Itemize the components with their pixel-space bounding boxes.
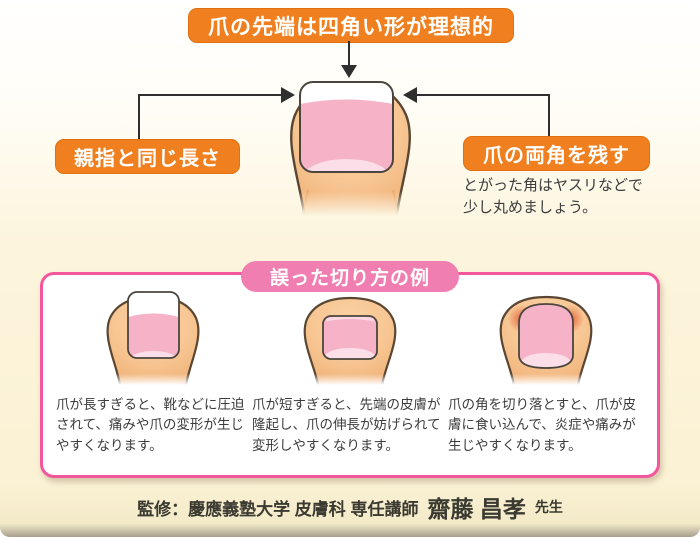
corners-cut-nail-illustration: [499, 295, 593, 385]
left-label: 親指と同じ長さ: [55, 139, 240, 174]
wrong-examples-title: 誤った切り方の例: [241, 261, 459, 292]
connector-right-vline: [548, 94, 550, 137]
too-short-nail-illustration: [303, 296, 397, 385]
credit-suffix: 先生: [534, 499, 563, 515]
wrong-examples-title-text: 誤った切り方の例: [269, 268, 430, 289]
connector-top-line: [348, 41, 350, 67]
ideal-shape-banner-label: 爪の先端は四角い形が理想的: [208, 15, 494, 39]
arrow-right-icon: [281, 87, 295, 103]
example-text-corners-cut: 爪の角を切り落とすと、爪が皮膚に食い込んで、炎症や痛みが生じやすくなります。: [448, 397, 637, 453]
file-corners-note-line1: とがった角はヤスリなどで: [463, 177, 643, 194]
right-label: 爪の両角を残す: [463, 136, 650, 171]
wrong-examples-row: 爪が長すぎると、靴などに圧迫されて、痛みや爪の変形が生じやすくなります。: [40, 290, 660, 456]
example-nail-too-short: 爪が短すぎると、先端の皮膚が隆起し、爪の伸長が妨げられて変形しやすくなります。: [252, 290, 448, 456]
example-corners-cut: 爪の角を切り落とすと、爪が皮膚に食い込んで、炎症や痛みが生じやすくなります。: [448, 290, 644, 456]
example-text-too-short: 爪が短すぎると、先端の皮膚が隆起し、爪の伸長が妨げられて変形しやすくなります。: [252, 397, 441, 453]
connector-left-vline: [138, 94, 140, 140]
credit-prefix: 監修：慶應義塾大学 皮膚科 専任講師: [137, 499, 419, 519]
right-label-text: 爪の両角を残す: [483, 145, 630, 167]
left-label-text: 親指と同じ長さ: [74, 148, 221, 170]
file-corners-note: とがった角はヤスリなどで 少し丸めましょう。: [463, 175, 673, 219]
credit-name: 齋藤 昌孝: [427, 496, 526, 522]
supervisor-credit: 監修：慶應義塾大学 皮膚科 専任講師 齋藤 昌孝 先生: [0, 490, 700, 524]
example-text-too-long: 爪が長すぎると、靴などに圧迫されて、痛みや爪の変形が生じやすくなります。: [56, 397, 245, 453]
file-corners-note-line2: 少し丸めましょう。: [463, 198, 598, 216]
arrow-down-icon: [341, 65, 357, 78]
connector-left-hline: [138, 94, 281, 96]
connector-right-hline: [417, 94, 550, 96]
example-nail-too-long: 爪が長すぎると、靴などに圧迫されて、痛みや爪の変形が生じやすくなります。: [56, 290, 252, 456]
arrow-left-icon: [403, 87, 417, 103]
ideal-shape-banner: 爪の先端は四角い形が理想的: [188, 8, 514, 43]
ideal-toe-illustration: [290, 81, 411, 220]
too-long-nail-illustration: [106, 291, 200, 385]
